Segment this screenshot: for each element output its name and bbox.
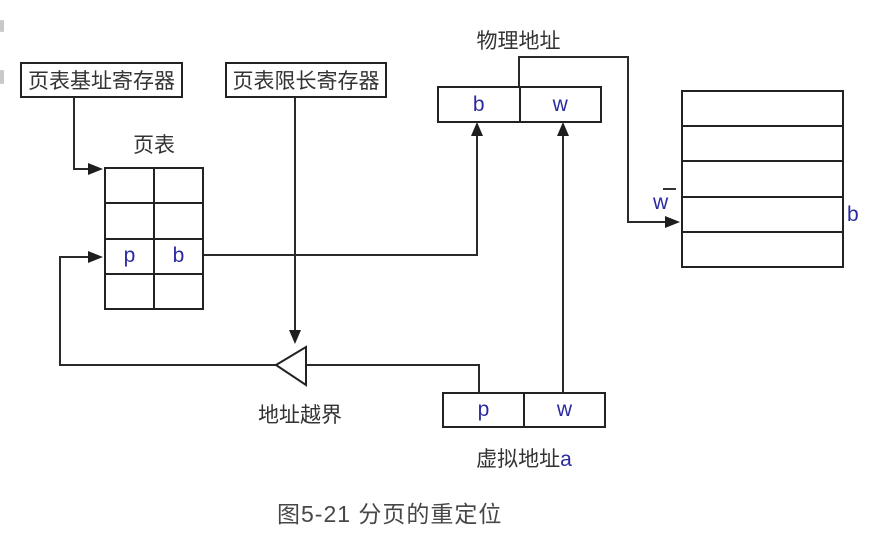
virtual-address-page-field: p	[477, 398, 490, 421]
page-table-entry-block: b	[153, 239, 202, 273]
line-base-register-to-page-table	[73, 98, 89, 170]
memory-block-label: b	[847, 203, 859, 226]
scan-artifact	[0, 70, 4, 84]
line-page-table-b-to-physical-b	[204, 136, 478, 256]
comparator-triangle-icon	[274, 345, 307, 387]
virtual-address-box: p w	[442, 392, 606, 428]
page-table: p b	[104, 167, 204, 310]
line-comparator-to-page-table-entry	[59, 256, 276, 366]
physical-address-block-field: b	[472, 92, 485, 116]
page-table-limit-register-label: 页表限长寄存器	[232, 70, 380, 93]
physical-address-offset-field: w	[518, 88, 601, 121]
memory-row	[683, 92, 842, 125]
physical-address-box: b w	[437, 86, 602, 123]
memory-target-row	[683, 195, 842, 231]
page-table-entry-row: p b	[106, 237, 202, 273]
page-table-base-register-box: 页表基址寄存器	[20, 62, 183, 98]
memory-offset-label: w	[653, 191, 669, 214]
virtual-address-title: 虚拟地址a	[476, 448, 572, 471]
page-table-limit-register-box: 页表限长寄存器	[225, 62, 387, 98]
scan-artifact	[0, 20, 4, 32]
arrowhead-down-icon	[289, 330, 301, 344]
line-virtual-p-to-comparator	[306, 364, 480, 392]
virtual-address-offset-field: w	[523, 394, 604, 426]
page-table-row	[106, 202, 202, 238]
address-out-of-bounds-label: 地址越界	[258, 404, 342, 427]
memory-row	[683, 125, 842, 160]
page-table-row	[106, 272, 202, 308]
arrowhead-up-icon	[557, 122, 569, 136]
memory-row	[683, 230, 842, 266]
memory-block	[681, 90, 844, 268]
offset-tick-mark	[663, 188, 676, 190]
page-table-entry-page: p	[123, 244, 136, 268]
memory-row	[683, 160, 842, 195]
physical-address-title: 物理地址	[476, 30, 561, 53]
page-table-title: 页表	[133, 134, 175, 157]
page-table-row	[106, 169, 202, 203]
arrowhead-up-icon	[471, 122, 483, 136]
arrowhead-right-icon	[665, 216, 680, 228]
page-table-base-register-label: 页表基址寄存器	[28, 70, 175, 93]
arrowhead-right-icon	[88, 251, 103, 263]
line-physical-address-to-memory	[518, 56, 665, 223]
figure-caption: 图5-21 分页的重定位	[277, 501, 503, 527]
arrowhead-right-icon	[88, 163, 103, 175]
